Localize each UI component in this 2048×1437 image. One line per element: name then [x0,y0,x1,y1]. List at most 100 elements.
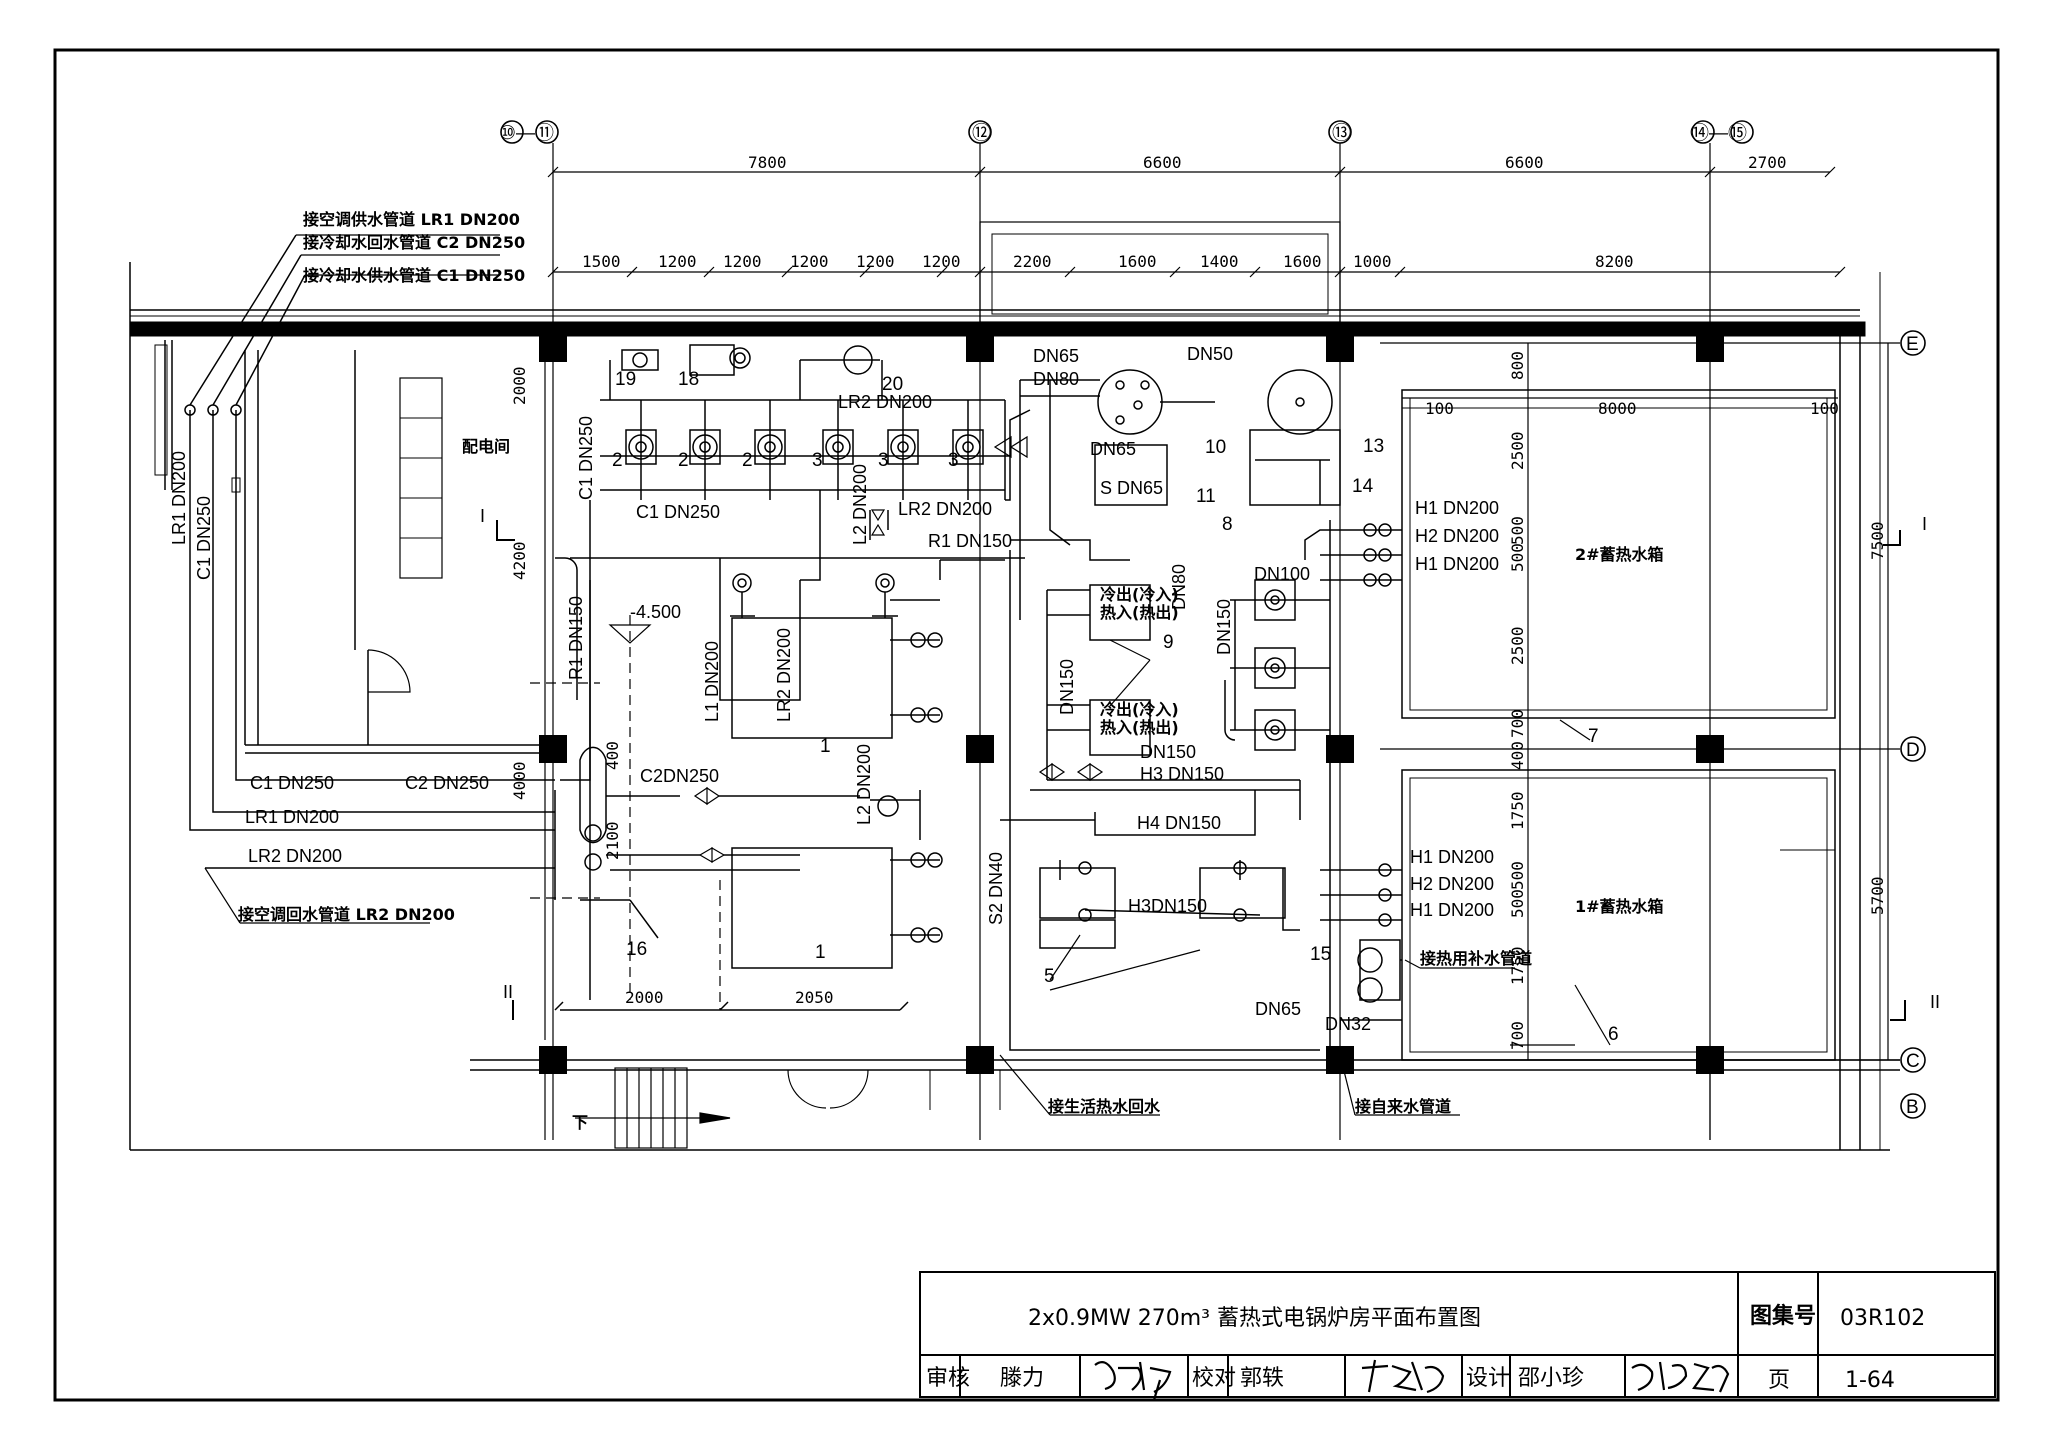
dim-2500-b: 2500 [1508,626,1527,665]
pipe-r1-dn150-vertical: R1 DN150 [566,596,586,680]
dim-1200-e: 1200 [922,252,961,271]
pipe-r1-dn150-horizontal: R1 DN150 [928,531,1012,551]
equipment-tag: 8 [1222,514,1233,535]
note-ac-return: 接空调回水管道 LR2 DN200 [238,905,455,924]
equipment-tag: 2 [612,450,623,471]
equipment-tag: 15 [1310,944,1331,965]
pipe-h1-dn200-b: H1 DN200 [1415,554,1499,574]
pipe-h3-dn150: H3 DN150 [1140,764,1224,784]
pipe-l2-dn200-b: L2 DN200 [854,744,874,825]
dim-1750-b: 1750 [1508,946,1527,985]
pipe-dn80-top: DN80 [1033,369,1079,389]
equipment-tag: 11 [1196,486,1216,507]
section-labels: I I II II [480,506,1940,1012]
dim-700-b: 700 [1508,1021,1527,1050]
title-block-text: 2x0.9MW 270m³ 蓄热式电锅炉房平面布置图 图集号 03R102 审核… [926,1303,1925,1393]
section-marks [496,520,1906,1021]
reviewer-name: 滕力 [1000,1366,1044,1391]
dim-1200-a: 1200 [658,252,697,271]
pipe-lr1-dn200-horizontal: LR1 DN200 [245,807,339,827]
note-makeup-water: 接热用补水管道 [1420,949,1532,968]
pipe-s-dn65: S DN65 [1100,478,1163,498]
notes: 接空调供水管道 LR1 DN200 接冷却水回水管道 C2 DN250 接冷却水… [238,210,1664,1132]
equipment-tag: 7 [1588,726,1599,747]
equipment-tag: 3 [948,450,959,471]
note-tap-water: 接自来水管道 [1355,1097,1451,1116]
page-number: 1-64 [1845,1368,1895,1393]
top-dimensions: 7800 6600 6600 2700 [748,153,1787,172]
dim-7800: 7800 [748,153,787,172]
equipment-tag: 5 [1044,966,1055,987]
atlas-number-label: 图集号 [1750,1303,1816,1329]
dim-1400: 1400 [1200,252,1239,271]
pipe-lr1-dn200-vertical: LR1 DN200 [169,451,189,545]
pipe-dn65-top: DN65 [1033,346,1079,366]
equipment-tag: 1 [820,736,831,757]
note-domestic-hot-water-return: 接生活热水回水 [1048,1097,1161,1116]
equipment-tag: 16 [626,939,647,960]
boiler-piping [1000,369,1402,1051]
dim-1500: 1500 [582,252,621,271]
pipe-c1-dn250-vertical: C1 DN250 [194,496,214,580]
equipment-tag: 9 [1163,632,1174,653]
pipe-h4-dn150: H4 DN150 [1137,813,1221,833]
dim-400: 400 [1508,741,1527,770]
equipment-tag: 14 [1352,476,1374,497]
drawing-title: 2x0.9MW 270m³ 蓄热式电锅炉房平面布置图 [1028,1306,1481,1331]
designer-label: 设计 [1466,1366,1510,1391]
io-label-4: 热入(热出) [1100,718,1179,737]
dim-2100-small: 2100 [603,821,622,860]
equipment-tag: 3 [812,450,823,471]
dim-100-b: 100 [1810,399,1839,418]
pipe-lr2-dn200-horizontal: LR2 DN200 [248,846,342,866]
checker-label: 校对 [1192,1366,1236,1391]
equipment-tag: 6 [1608,1024,1619,1045]
axis-d-label: D [1906,740,1920,761]
dim-2050-bottom: 2050 [795,988,834,1007]
pump-row [600,344,1031,501]
note-ac-supply: 接空调供水管道 LR1 DN200 [303,210,520,229]
axis-12-label: ⑫ [972,122,991,144]
dim-2700: 2700 [1748,153,1787,172]
pipe-dn100: DN100 [1254,564,1310,584]
room-label-switchgear: 配电间 [462,437,510,456]
dim-800: 800 [1508,351,1527,380]
dim-100-a: 100 [1425,399,1454,418]
axis-13-label: ⑬ [1332,122,1351,144]
stair-down-label: 下 [572,1113,588,1132]
equipment-tag: 2 [742,450,753,471]
axis-e-label: E [1906,334,1919,355]
pipe-labels: LR1 DN200 C1 DN250 C1 DN250 C1 DN250 C1 … [169,344,1499,1034]
dim-1750-a: 1750 [1508,791,1527,830]
pipe-c1-dn250-horizontal: C1 DN250 [250,773,334,793]
dim-2500-a: 2500 [1508,431,1527,470]
io-label-3: 冷出(冷入) [1100,700,1179,719]
dim-5700: 5700 [1868,876,1887,915]
pipe-dn150-vertical-2: DN150 [1214,599,1234,655]
dim-2200: 2200 [1013,252,1052,271]
equipment-tag: 1 [815,942,826,963]
dim-6600-b: 6600 [1505,153,1544,172]
axis-labels: ⑩—⑪ ⑫ ⑬ ⑭—⑮ E D C B [499,122,1920,1118]
elevation-label: -4.500 [630,602,681,622]
pipe-lr2-dn200-top: LR2 DN200 [838,392,932,412]
page-label: 页 [1768,1368,1790,1393]
pipe-dn65-small: DN65 [1090,439,1136,459]
equipment-tag: 3 [878,450,889,471]
section-ii-right: II [1930,992,1940,1012]
dim-700-a: 700 [1508,709,1527,738]
axis-14-15-label: ⑭—⑮ [1690,122,1747,144]
atlas-number: 03R102 [1840,1306,1925,1331]
reviewer-label: 审核 [926,1366,970,1391]
pipe-h3dn150: H3DN150 [1128,896,1207,916]
pipe-dn65-bottom: DN65 [1255,999,1301,1019]
io-label-2: 热入(热出) [1100,603,1179,622]
sub-dimensions: 1500 1200 1200 1200 1200 1200 2200 1600 … [582,252,1634,271]
pipe-dn80-vertical: DN80 [1169,564,1189,610]
pipe-s2-dn40: S2 DN40 [986,852,1006,925]
note-cooling-supply: 接冷却水供水管道 C1 DN250 [303,266,525,285]
dim-500-d: 500 [1508,889,1527,918]
side-dimensions: 800 2500 500 500 2500 700 400 1750 500 5… [510,351,1887,1050]
handwritten-signatures [1094,1359,1730,1401]
